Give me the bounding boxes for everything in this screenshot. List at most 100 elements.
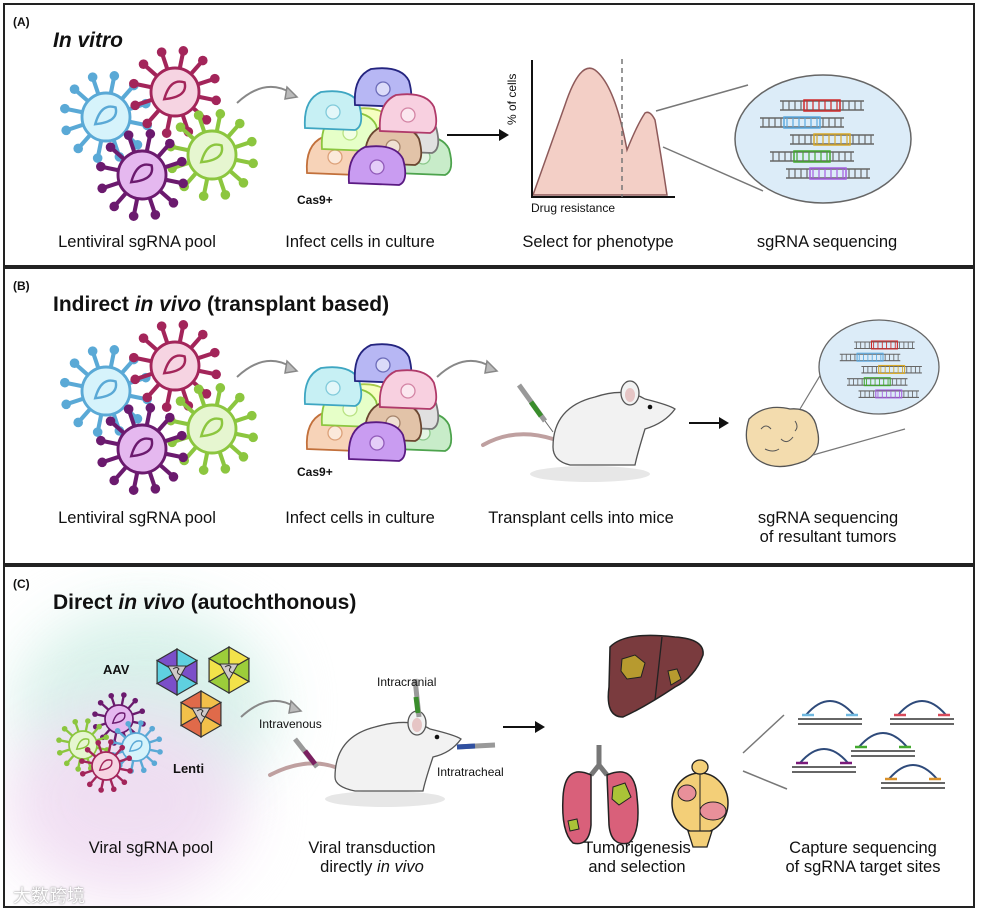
panel-title: Indirect in vivo (transplant based): [53, 293, 389, 317]
lentivirus-cluster-icon: [60, 320, 258, 495]
caption-line: Viral transduction: [308, 839, 436, 857]
title-part: (autochthonous): [184, 591, 357, 614]
watermark: 大数跨境: [13, 886, 85, 906]
phenotype-histogram: [531, 59, 675, 198]
caption-line: of resultant tumors: [759, 528, 897, 546]
title-part: in vivo: [134, 293, 202, 316]
lentivirus-purple-icon: [96, 403, 188, 495]
lentivirus-green-icon: [166, 109, 258, 201]
panel-direct-in-vivo: (C) Direct in vivo (autochthonous): [3, 565, 975, 908]
cas9-label: Cas9+: [297, 465, 333, 479]
caption-line: of sgRNA target sites: [785, 858, 941, 876]
lentivirus-purple-icon: [96, 129, 188, 221]
histogram-ylabel: % of cells: [505, 73, 519, 125]
aav-capsid-icon: [179, 689, 223, 739]
arrowhead-icon: [719, 417, 729, 429]
caption-line: Tumorigenesis: [583, 839, 691, 857]
cas9-label: Cas9+: [297, 193, 333, 207]
panel-a-graphics: [60, 46, 912, 221]
sgrna-read: [847, 377, 908, 387]
arrowhead-icon: [288, 699, 303, 714]
cell-icon: [303, 366, 363, 407]
lentivirus-green-icon: [166, 383, 258, 475]
capture-probe: [890, 700, 954, 725]
sgrna-read: [780, 99, 864, 112]
sgrna-read: [770, 150, 854, 163]
cell-icon: [378, 369, 438, 410]
syringe-icon: [516, 383, 554, 433]
lungs-icon: [561, 745, 639, 845]
curved-arrow-icon: [236, 360, 292, 378]
sgrna-read: [858, 389, 919, 399]
curved-arrow-icon: [240, 700, 296, 718]
mouse-icon: [268, 710, 462, 807]
sgrna-reads-icon: [760, 99, 874, 180]
lentivirus-crimson-icon: [79, 739, 133, 793]
title-part: Direct: [53, 591, 119, 614]
caption-line: Capture sequencing: [789, 839, 937, 857]
panel-c-graphics: [56, 634, 954, 848]
syringe-intravenous-icon: [293, 737, 319, 769]
panel-title: Direct in vivo (autochthonous): [53, 591, 356, 615]
step-caption: sgRNA sequencing: [756, 233, 898, 251]
lentivirus-blue-icon: [109, 720, 163, 774]
cell-icon: [303, 90, 363, 131]
panel-indirect-in-vivo: (B) Indirect in vivo (transplant based): [3, 267, 975, 565]
title-part: (transplant based): [201, 293, 390, 316]
sgrna-reads-icon: [839, 340, 922, 399]
histogram-curve: [531, 67, 668, 196]
curved-arrow-icon: [236, 86, 292, 104]
route-label-intratracheal: Intratracheal: [437, 765, 504, 779]
arrowhead-icon: [535, 721, 545, 733]
arrowhead-icon: [284, 359, 299, 374]
curved-arrow-icon: [436, 360, 492, 378]
sgrna-read: [861, 364, 922, 374]
title-part: Indirect: [53, 293, 135, 316]
panel-label: (C): [13, 577, 30, 591]
sgrna-read: [854, 340, 915, 350]
cell-culture-icon: [303, 67, 453, 186]
route-label-intravenous: Intravenous: [259, 717, 322, 731]
panel-b-graphics: [60, 319, 940, 495]
cell-icon: [378, 93, 438, 134]
zoom-line: [655, 84, 749, 112]
step-caption: Lentiviral sgRNA pool: [58, 233, 216, 251]
route-label-intracranial: Intracranial: [377, 675, 437, 689]
tumor-icon: [745, 406, 820, 468]
caption-line: sgRNA sequencing: [757, 509, 899, 527]
zoom-line: [742, 770, 788, 790]
panel-in-vitro: (A) In vitro Cas9+ Drug resistance % of …: [3, 3, 975, 267]
aav-label: AAV: [103, 662, 130, 677]
cell-icon: [347, 421, 407, 462]
title-part: in vivo: [118, 591, 185, 614]
caption-line: and selection: [588, 858, 686, 876]
lentivirus-cluster-icon: [60, 46, 258, 221]
tumor-texture: [760, 420, 798, 452]
brain-icon: [671, 759, 729, 848]
mouse-icon: [481, 380, 676, 482]
panel-title: In vitro: [53, 29, 124, 52]
caption-italic: in vivo: [377, 858, 424, 876]
cell-culture-icon: [303, 343, 453, 462]
capture-probe: [881, 764, 945, 789]
step-caption: Lentiviral sgRNA pool: [58, 509, 216, 527]
syringe-intracranial-icon: [412, 678, 422, 718]
aav-capsid-icon: [207, 645, 251, 695]
lentivirus-crimson-icon: [129, 320, 221, 412]
capture-probe: [851, 732, 915, 757]
caption-line: directly: [320, 858, 378, 876]
lenti-label: Lenti: [173, 761, 205, 776]
arrowhead-icon: [499, 129, 509, 141]
capture-probes-icon: [792, 700, 954, 789]
capture-probe: [792, 748, 856, 773]
sgrna-read: [786, 167, 870, 180]
aav-capsid-icon: [155, 647, 199, 697]
zoom-line: [662, 146, 764, 192]
cell-icon: [347, 145, 407, 186]
panel-label: (B): [13, 279, 30, 293]
step-caption: Select for phenotype: [522, 233, 674, 251]
lentivirus-crimson-icon: [129, 46, 221, 138]
